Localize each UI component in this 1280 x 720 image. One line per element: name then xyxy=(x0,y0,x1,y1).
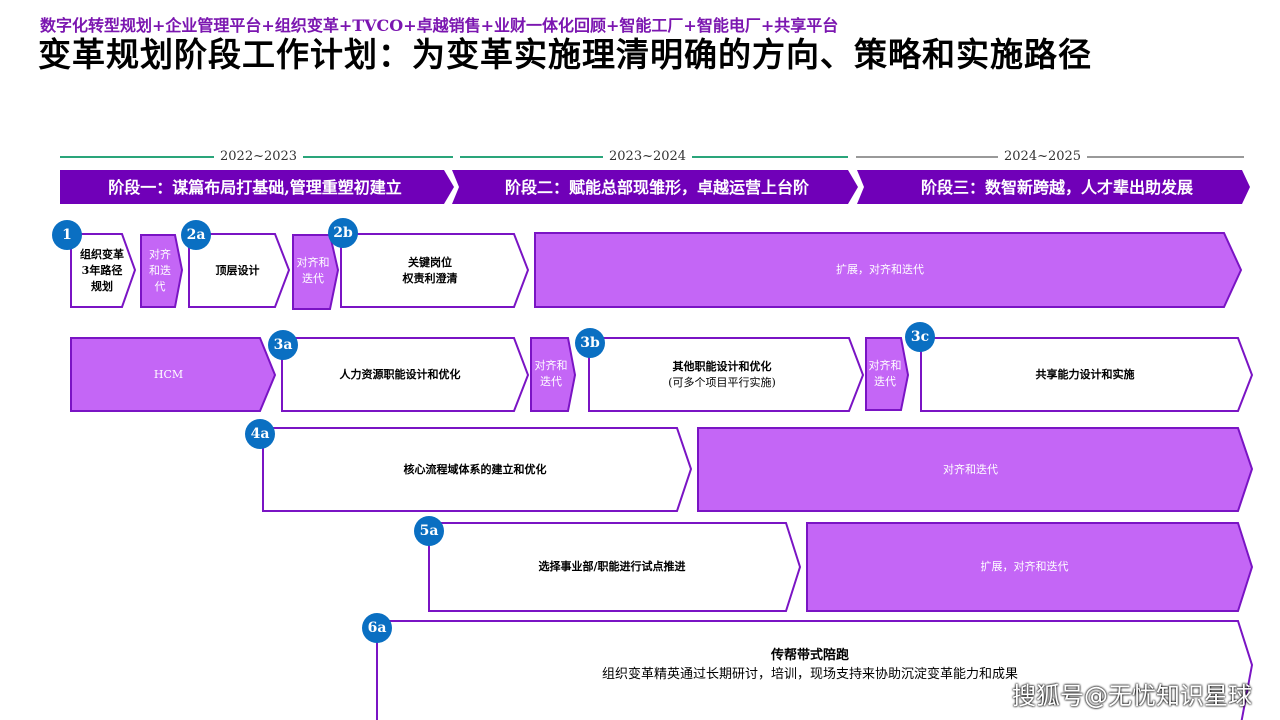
step-badge-3c: 3c xyxy=(905,322,935,352)
step-1-shape xyxy=(70,233,137,308)
sync-shape-1 xyxy=(140,234,184,308)
step-1-label: 组织变革3年路径规划 xyxy=(80,248,124,293)
hcm-label: HCM xyxy=(153,367,184,381)
row3-ext-label: 对齐和迭代 xyxy=(943,462,998,476)
step-2b-label-2: 权责利澄清 xyxy=(402,271,458,285)
step-3b-title: 其他职能设计和优化 xyxy=(672,359,772,373)
step-2a-shape xyxy=(188,233,291,308)
step-badge-2a: 2a xyxy=(181,220,211,250)
step-2a-label: 顶层设计 xyxy=(215,263,260,277)
row1-ext-label: 扩展，对齐和迭代 xyxy=(836,263,924,276)
step-badge-3b: 3b xyxy=(575,328,605,358)
step-badge-6a: 6a xyxy=(362,613,392,643)
step-2b-shape xyxy=(340,233,530,308)
row3-ext-shape xyxy=(697,427,1254,512)
step-5a-shape xyxy=(428,522,802,612)
step-6a-label: 传帮带式陪跑组织变革精英通过长期研讨，培训，现场支持来协助沉淀变革能力和成果 xyxy=(380,645,1240,685)
step-4a-shape xyxy=(262,427,693,512)
row4-ext-shape xyxy=(806,522,1254,612)
step-4a-label: 核心流程域体系的建立和优化 xyxy=(403,462,547,476)
step-badge-3a: 3a xyxy=(268,330,298,360)
step-3a-shape xyxy=(281,337,530,412)
sync-shape-3 xyxy=(530,337,577,412)
step-badge-1: 1 xyxy=(52,220,82,250)
year-label: 2022~2023 xyxy=(214,149,304,164)
phase-label-1: 阶段一：谋篇布局打基础,管理重塑初建立 xyxy=(108,178,402,197)
step-badge-5a: 5a xyxy=(414,516,444,546)
step-6a-shape xyxy=(376,620,1254,720)
step-6a-title: 传帮带式陪跑 xyxy=(770,648,849,663)
phase-label-3: 阶段三：数智新跨越，人才辈出助发展 xyxy=(920,178,1193,197)
phase-banner-2 xyxy=(452,170,858,204)
step-3b-shape xyxy=(588,337,865,412)
page-title: 变革规划阶段工作计划：为变革实施理清明确的方向、策略和实施路径 xyxy=(38,35,1092,74)
step-5a-label: 选择事业部/职能进行试点推进 xyxy=(538,560,686,573)
sync-shape-2 xyxy=(292,234,340,310)
sync-label: 对齐和迭代 xyxy=(149,248,171,293)
step-2b-label: 关键岗位权责利澄清 xyxy=(345,234,515,307)
step-3c-label: 共享能力设计和实施 xyxy=(1035,367,1135,381)
step-badge-2b: 2b xyxy=(328,218,358,248)
phase-banner-1 xyxy=(60,170,454,204)
year-label: 2024~2025 xyxy=(998,149,1088,164)
step-3b-note: (可多个项目平行实施) xyxy=(668,375,776,389)
step-badge-4a: 4a xyxy=(245,419,275,449)
step-2b-label-1: 关键岗位 xyxy=(408,255,452,269)
step-3c-shape xyxy=(920,337,1254,412)
sync-label: 对齐和迭代 xyxy=(868,359,902,388)
phase-label-2: 阶段二：赋能总部现雏形，卓越运营上台阶 xyxy=(504,178,809,197)
header-subtitle: 数字化转型规划+企业管理平台+组织变革+TVCO+卓越销售+业财一体化回顾+智能… xyxy=(40,16,839,35)
phase-banner-3 xyxy=(857,170,1250,204)
sync-label: 对齐和迭代 xyxy=(296,256,330,285)
sync-label: 对齐和迭代 xyxy=(534,359,568,388)
step-6a-desc: 组织变革精英通过长期研讨，培训，现场支持来协助沉淀变革能力和成果 xyxy=(601,667,1018,682)
year-label: 2023~2024 xyxy=(603,149,693,164)
step-3b-label: 其他职能设计和优化 (可多个项目平行实施) xyxy=(592,338,852,411)
hcm-shape xyxy=(70,337,277,412)
sync-shape-4 xyxy=(865,337,910,411)
step-3a-label: 人力资源职能设计和优化 xyxy=(339,367,461,381)
row4-ext-label: 扩展，对齐和迭代 xyxy=(980,560,1069,573)
watermark: 搜狐号@无忧知识星球 xyxy=(1012,682,1252,710)
row1-ext-shape xyxy=(534,232,1243,308)
